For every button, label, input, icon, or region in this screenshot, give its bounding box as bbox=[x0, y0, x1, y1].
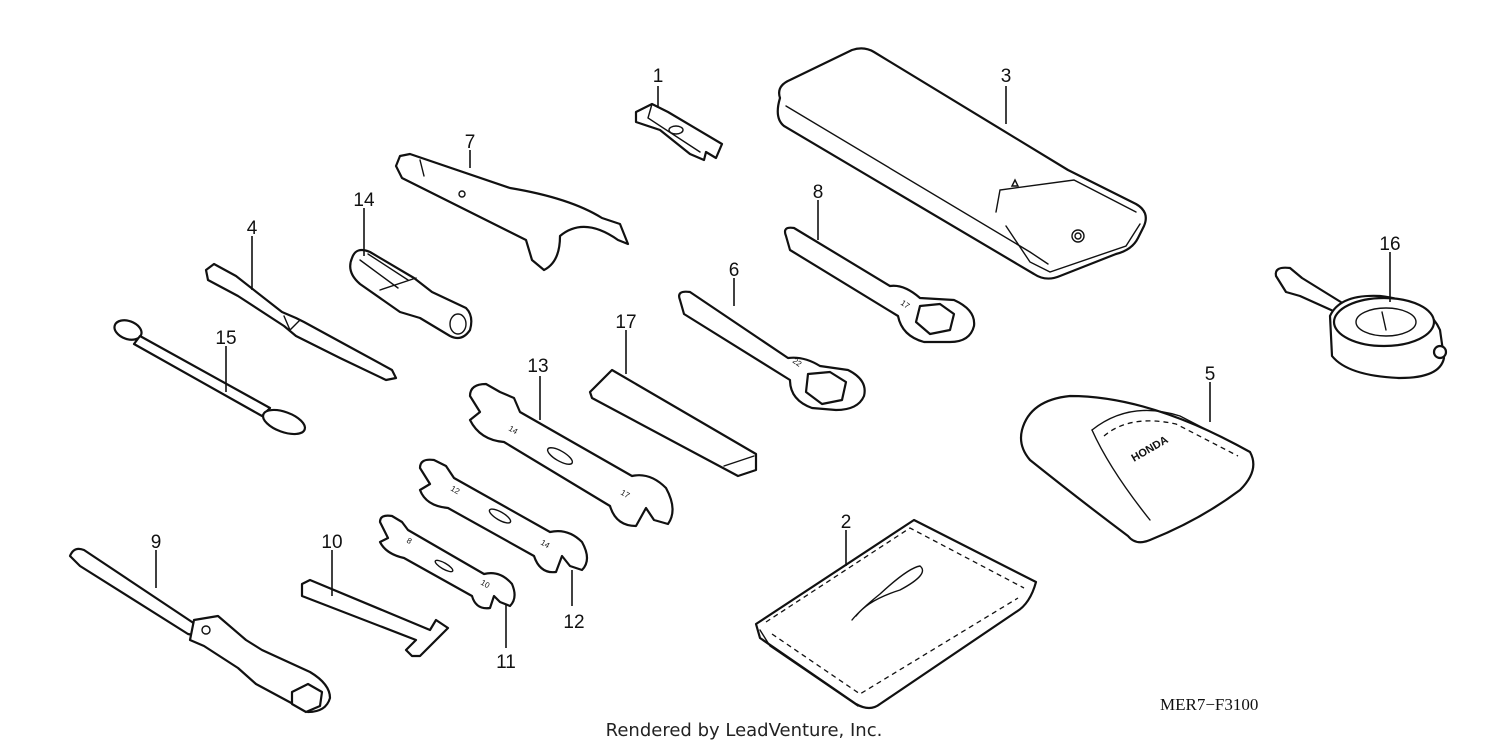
part-12-open-wrench[interactable]: 12 14 bbox=[418, 458, 589, 574]
render-credit: Rendered by LeadVenture, Inc. bbox=[606, 720, 883, 741]
callouts: 1 2 3 4 5 6 7 8 9 10 11 12 13 14 15 16 1… bbox=[151, 66, 1401, 673]
part-13-open-wrench[interactable]: 14 17 bbox=[468, 382, 674, 528]
callout-17[interactable]: 17 bbox=[615, 312, 636, 333]
callout-11[interactable]: 11 bbox=[496, 652, 516, 673]
leader-lines bbox=[155, 86, 1391, 648]
part-2-pouch[interactable] bbox=[754, 518, 1038, 710]
part-6-box-wrench[interactable]: 22 bbox=[678, 290, 866, 412]
callout-15[interactable]: 15 bbox=[215, 328, 236, 349]
wrench-size-11a: 8 bbox=[405, 536, 414, 546]
callout-13[interactable]: 13 bbox=[527, 356, 548, 377]
part-17-strip[interactable] bbox=[588, 368, 758, 478]
callout-1[interactable]: 1 bbox=[653, 66, 664, 87]
part-14-driver-handle[interactable] bbox=[349, 248, 473, 340]
callout-6[interactable]: 6 bbox=[729, 260, 740, 281]
part-16-gauge[interactable] bbox=[1274, 266, 1448, 380]
callout-8[interactable]: 8 bbox=[813, 182, 824, 203]
callout-4[interactable]: 4 bbox=[247, 218, 258, 239]
drawing-code: MER7−F3100 bbox=[1160, 695, 1258, 714]
part-15-cable[interactable] bbox=[112, 317, 308, 439]
part-11-open-wrench[interactable]: 8 10 bbox=[378, 514, 516, 610]
part-3-tool-bag[interactable] bbox=[776, 47, 1147, 280]
part-4-screwdriver[interactable] bbox=[204, 262, 398, 382]
callout-7[interactable]: 7 bbox=[465, 132, 476, 153]
part-9-plug-wrench[interactable] bbox=[68, 547, 332, 714]
callout-9[interactable]: 9 bbox=[151, 532, 162, 553]
callout-5[interactable]: 5 bbox=[1205, 364, 1216, 385]
part-1-clip[interactable] bbox=[634, 102, 724, 162]
callout-3[interactable]: 3 bbox=[1001, 66, 1012, 87]
part-8-box-wrench[interactable]: 17 bbox=[783, 226, 976, 344]
callout-12[interactable]: 12 bbox=[563, 612, 584, 633]
callout-14[interactable]: 14 bbox=[353, 190, 375, 211]
part-7-pin-spanner[interactable] bbox=[394, 152, 630, 272]
callout-10[interactable]: 10 bbox=[321, 532, 342, 553]
callout-16[interactable]: 16 bbox=[1379, 234, 1400, 255]
part-5-pouch[interactable]: HONDA bbox=[1019, 394, 1255, 544]
part-10-hex-key[interactable] bbox=[300, 578, 450, 658]
callout-2[interactable]: 2 bbox=[841, 512, 852, 533]
